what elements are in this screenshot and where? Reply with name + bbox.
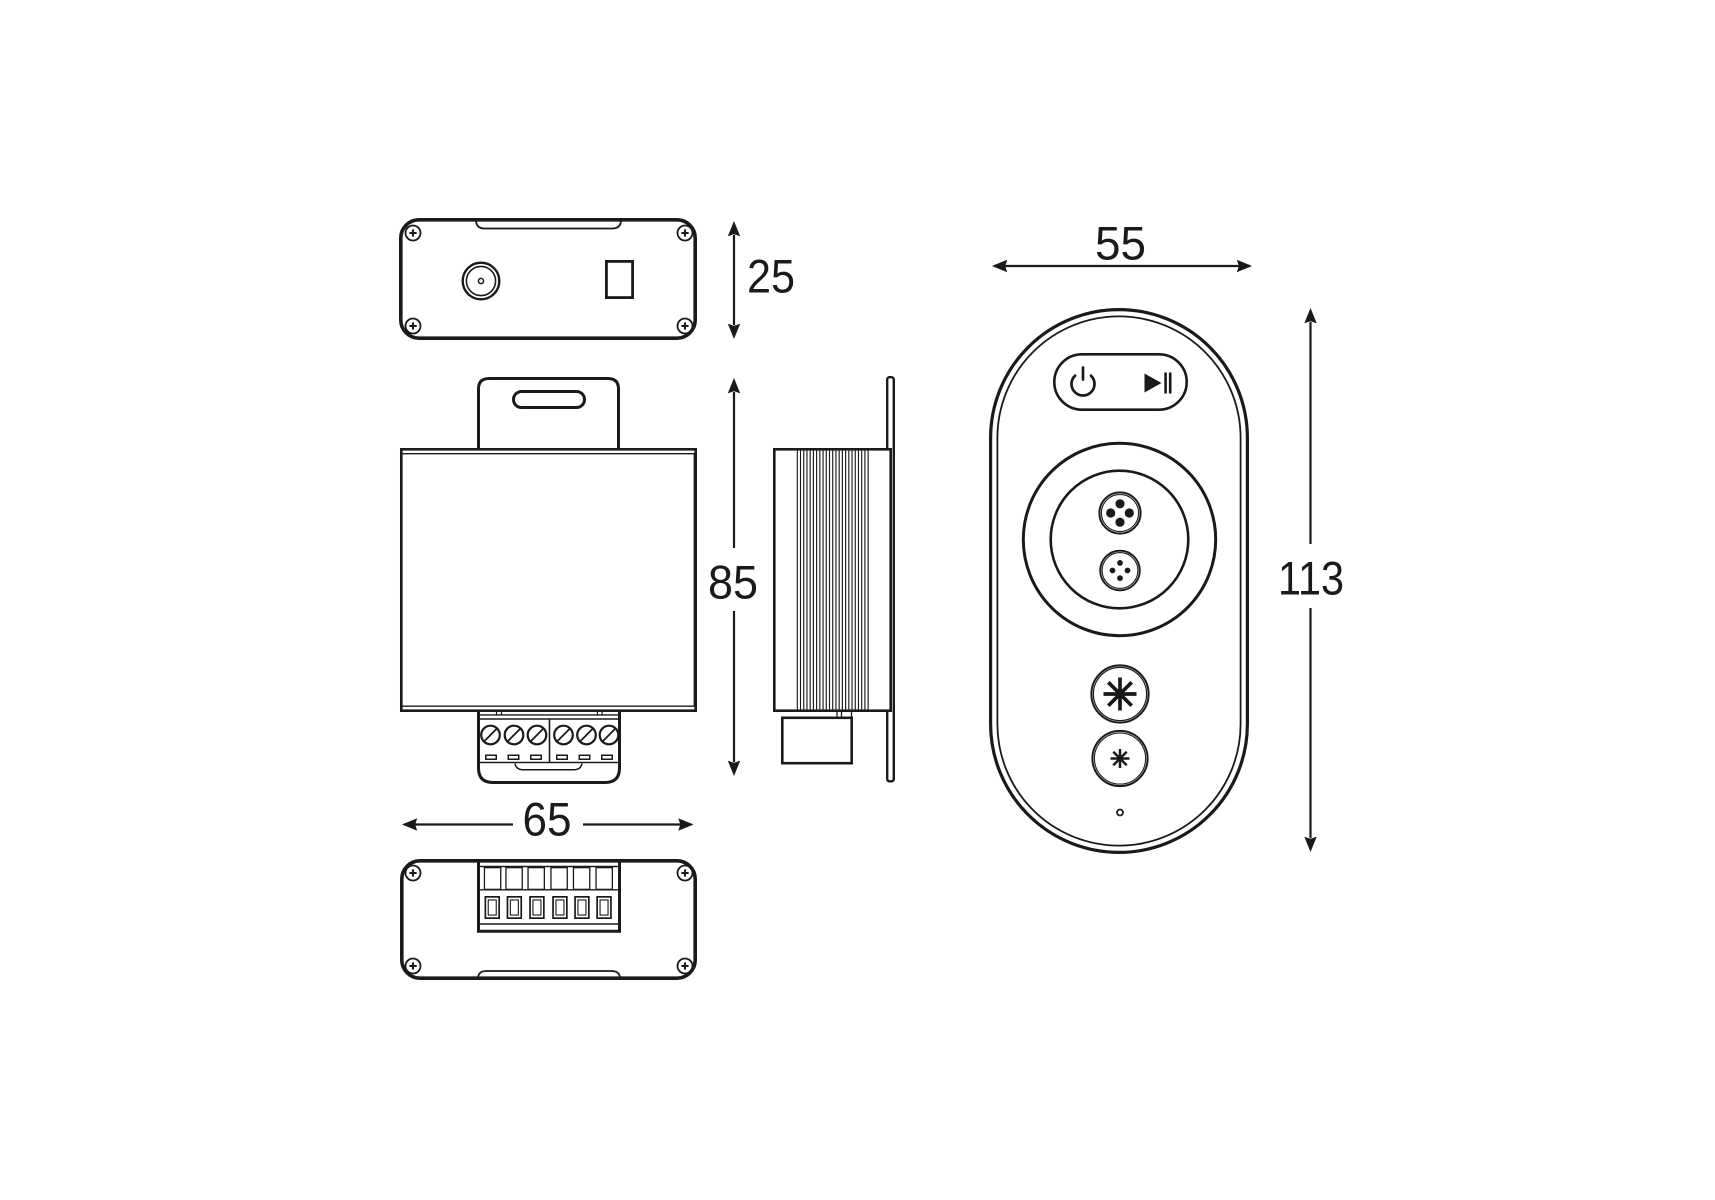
svg-text:65: 65 — [523, 793, 572, 846]
svg-text:55: 55 — [1095, 217, 1146, 270]
svg-text:85: 85 — [708, 555, 758, 608]
svg-text:113: 113 — [1278, 552, 1344, 605]
svg-text:25: 25 — [747, 250, 795, 303]
